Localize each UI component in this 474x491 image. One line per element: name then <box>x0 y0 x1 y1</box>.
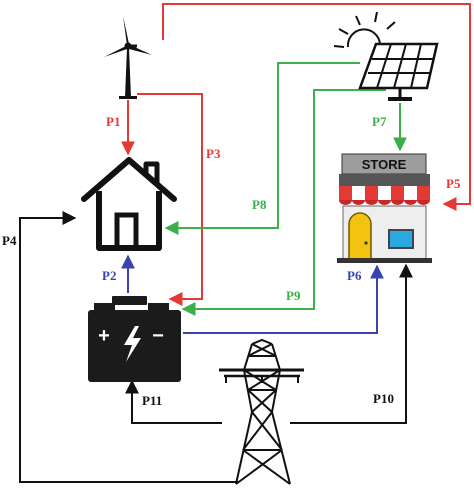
flow-p4 <box>19 211 238 483</box>
flow-labels: P1 P2 P3 P4 P5 P6 P7 P8 P9 P10 P11 <box>2 114 461 408</box>
flow-p6 <box>183 264 384 334</box>
label-p6: P6 <box>347 268 362 283</box>
label-p11: P11 <box>142 393 162 408</box>
label-p1: P1 <box>106 114 120 129</box>
label-p2: P2 <box>102 268 116 283</box>
battery-minus: − <box>152 325 164 347</box>
flow-p5 <box>162 3 471 211</box>
label-p3: P3 <box>206 146 221 161</box>
wind-turbine-icon <box>104 16 152 99</box>
label-p8: P8 <box>252 197 267 212</box>
label-p5: P5 <box>446 176 461 191</box>
power-pylon-icon <box>219 338 304 485</box>
battery-icon: + − <box>88 296 181 382</box>
solar-panel-icon <box>333 11 439 101</box>
label-p10: P10 <box>373 391 394 406</box>
label-p4: P4 <box>2 233 17 248</box>
battery-plus: + <box>98 325 110 347</box>
lightning-bolt-icon <box>124 326 141 362</box>
flow-p9 <box>181 89 386 316</box>
flow-p11 <box>125 379 222 424</box>
label-p9: P9 <box>286 288 301 303</box>
store-icon: STORE <box>337 153 432 263</box>
flow-p10 <box>290 263 413 424</box>
flow-p8 <box>164 62 360 235</box>
store-sign: STORE <box>362 157 407 172</box>
flow-connectors <box>19 3 471 483</box>
house-icon <box>81 157 177 251</box>
label-p7: P7 <box>372 114 387 129</box>
flow-p3 <box>137 93 203 306</box>
